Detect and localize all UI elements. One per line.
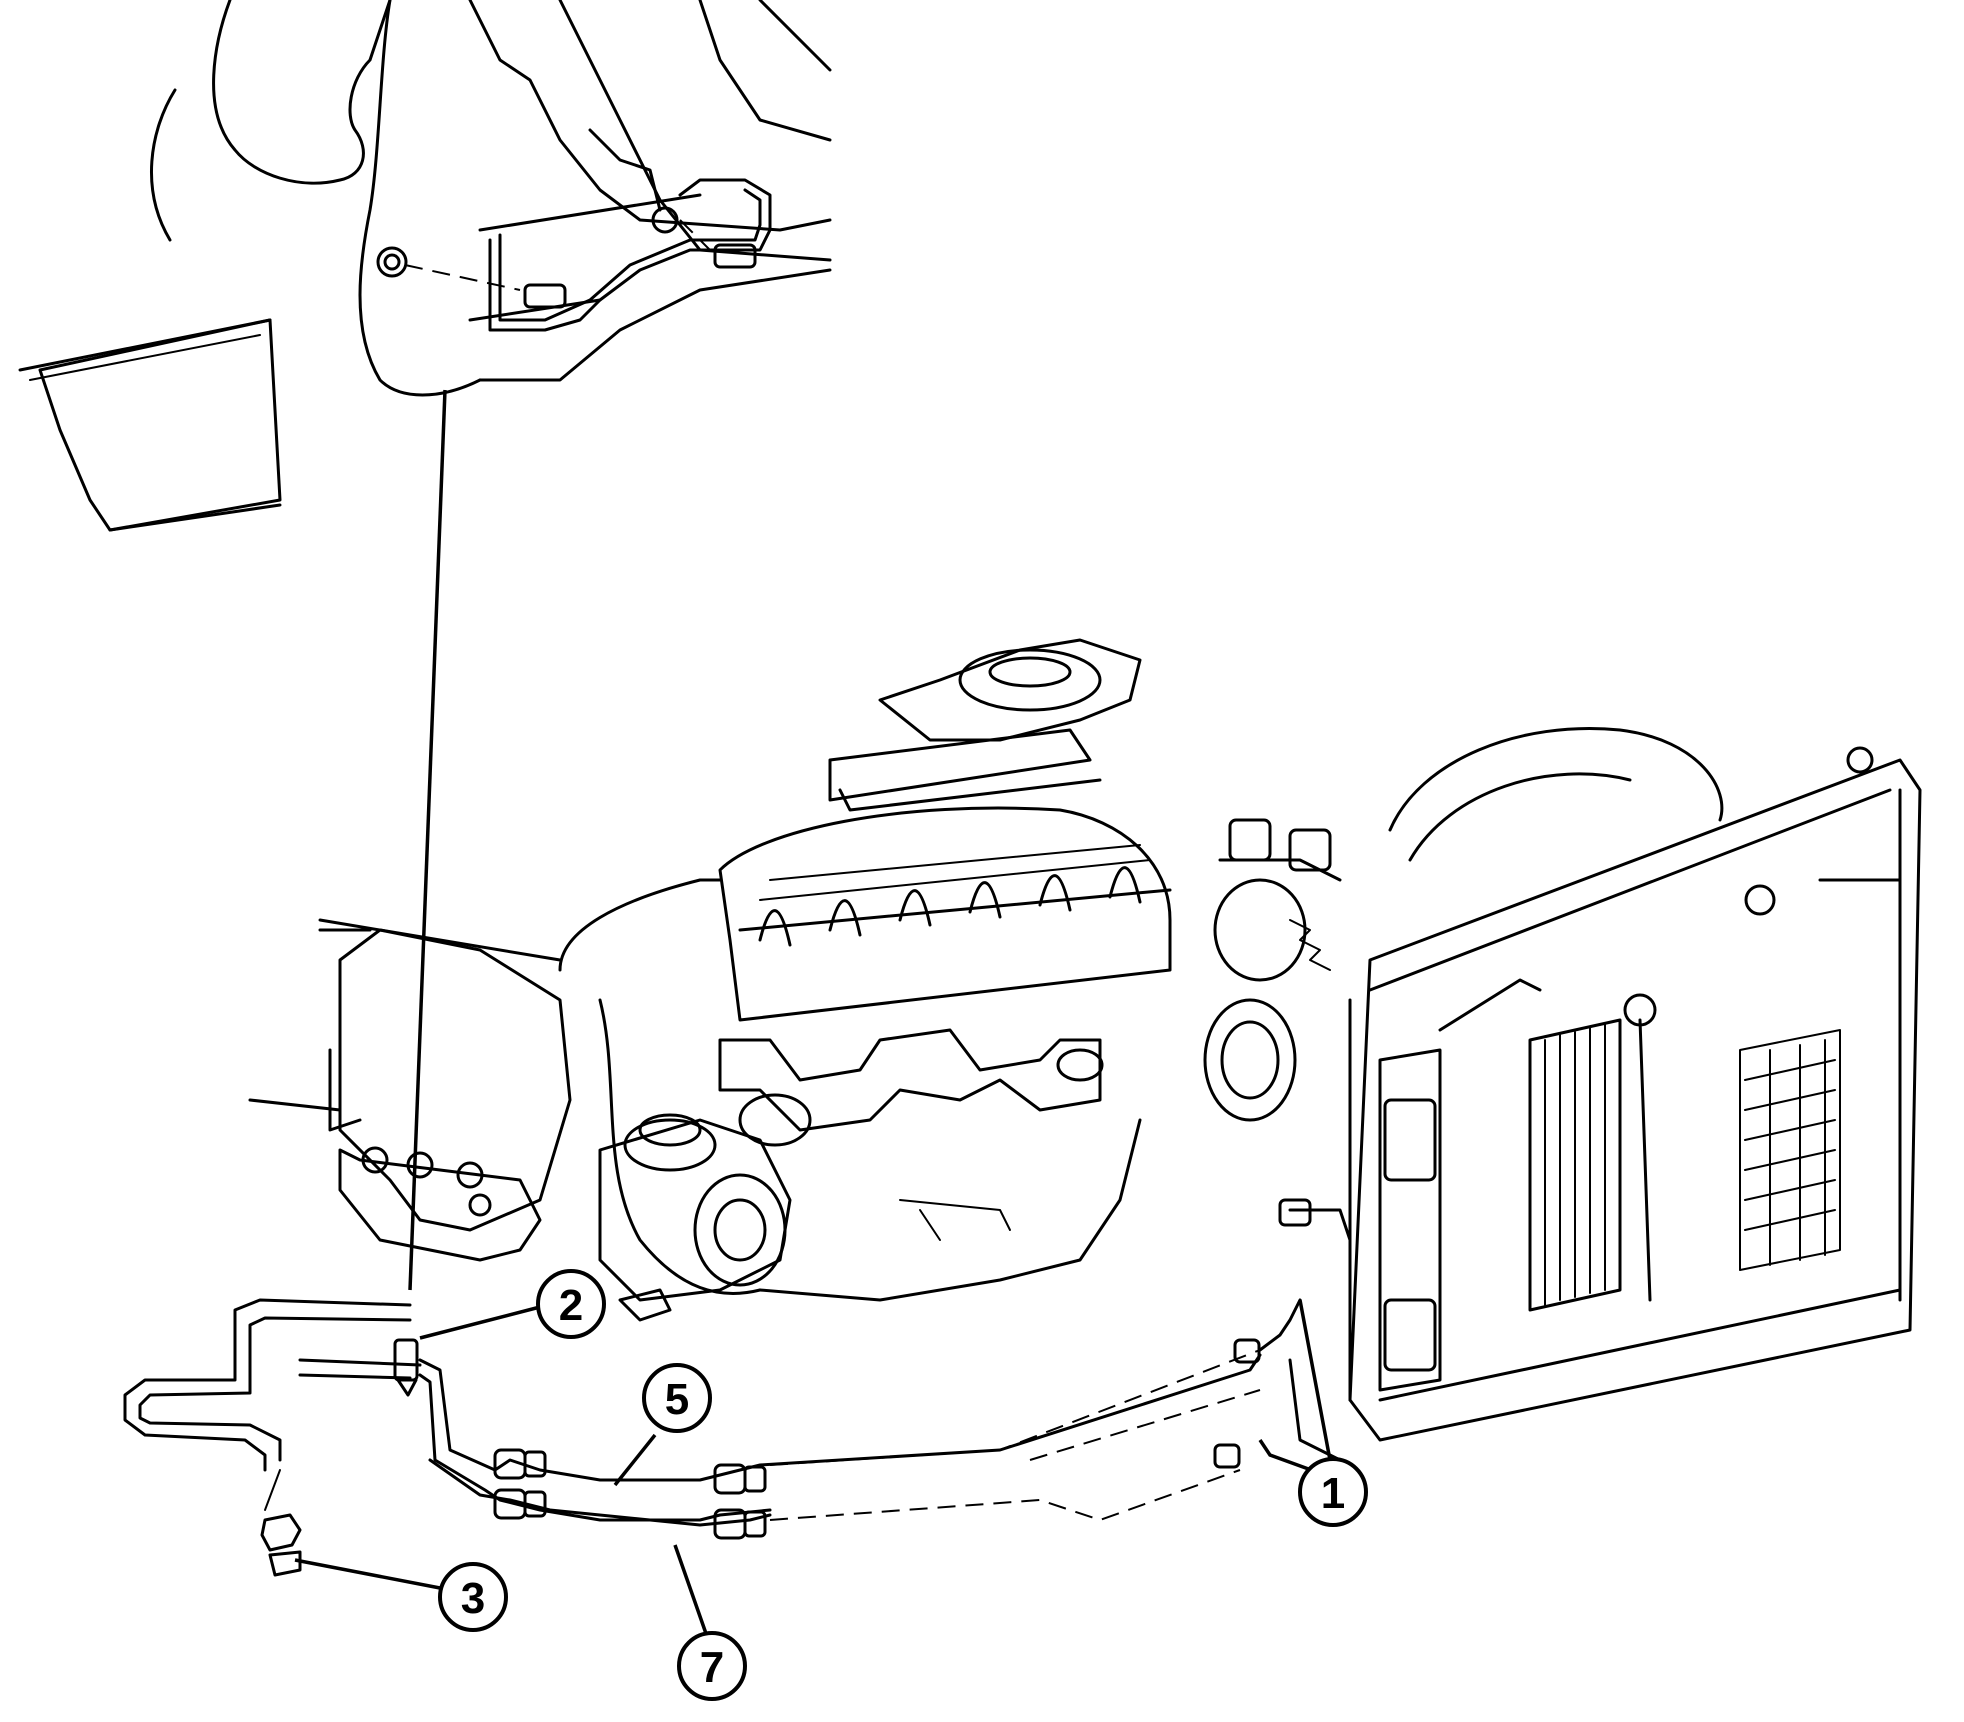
line-fitting-lower-right [713, 1508, 767, 1540]
svg-text:1: 1 [1321, 1469, 1345, 1518]
line-fitting-lower-left [493, 1488, 547, 1520]
line-fitting-upper-right [713, 1463, 767, 1495]
svg-text:5: 5 [665, 1375, 689, 1424]
engine-block [248, 638, 1342, 1322]
cooler-lines [123, 1298, 1342, 1577]
svg-text:2: 2 [559, 1281, 583, 1330]
leader-line-2-vertical [408, 389, 447, 1291]
callout-leaders [294, 1299, 1332, 1646]
callout-3: 3 [438, 1562, 508, 1632]
transmission-housing [18, 0, 832, 532]
svg-text:3: 3 [461, 1574, 485, 1623]
radiator-core [1739, 1029, 1841, 1271]
line-fitting-upper-left [493, 1448, 547, 1480]
callout-2: 2 [536, 1269, 606, 1339]
radiator-assembly [1278, 727, 1922, 1442]
callout-7: 7 [677, 1631, 747, 1701]
cooler-fins [1528, 1018, 1622, 1312]
callout-5: 5 [642, 1363, 712, 1433]
callout-1: 1 [1298, 1457, 1368, 1527]
svg-text:7: 7 [700, 1643, 724, 1692]
line-bracket [260, 1513, 302, 1577]
